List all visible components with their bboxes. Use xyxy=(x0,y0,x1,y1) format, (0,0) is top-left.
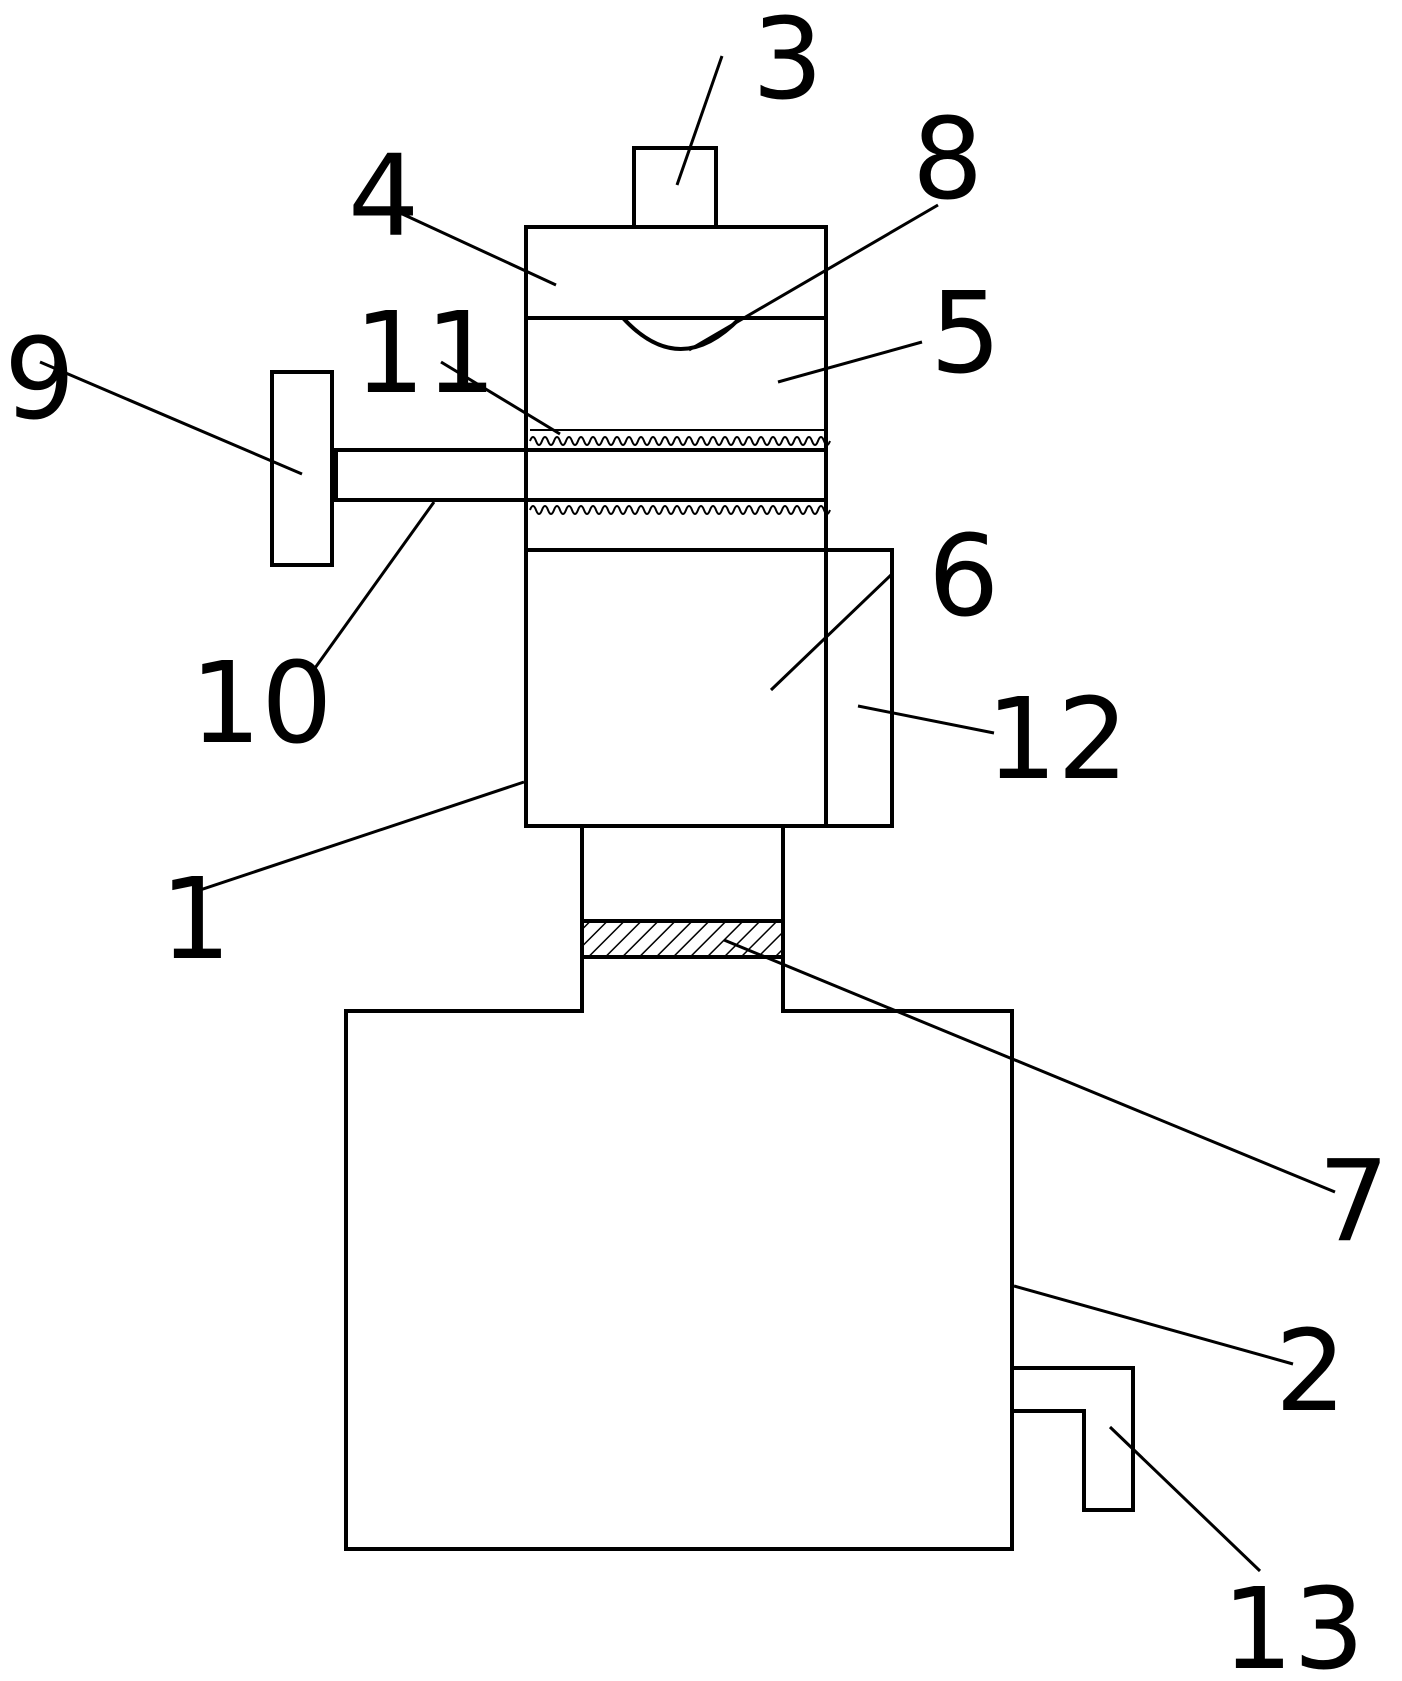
callout-10: 10 xyxy=(190,639,333,769)
callout-2: 2 xyxy=(1275,1307,1346,1437)
callout-6: 6 xyxy=(928,512,999,642)
callout-11: 11 xyxy=(354,289,497,419)
callout-1: 1 xyxy=(160,855,231,985)
outlet-pipe xyxy=(1012,1366,1135,1512)
callout-12: 12 xyxy=(986,675,1129,805)
screw-shaft xyxy=(334,448,828,502)
callout-8: 8 xyxy=(912,95,983,225)
curved-piece xyxy=(621,316,742,351)
upper-body xyxy=(524,225,828,828)
side-plate xyxy=(826,548,894,828)
callout-9: 9 xyxy=(4,315,75,445)
leader-lines xyxy=(39,55,1336,1573)
callout-3: 3 xyxy=(752,0,823,125)
neck-outline xyxy=(344,824,1014,1551)
callout-4: 4 xyxy=(348,132,419,262)
callout-7: 7 xyxy=(1318,1137,1389,1267)
callout-5: 5 xyxy=(930,269,1001,399)
top-block xyxy=(632,146,718,229)
handwheel xyxy=(270,370,334,567)
callout-13: 13 xyxy=(1222,1565,1365,1681)
